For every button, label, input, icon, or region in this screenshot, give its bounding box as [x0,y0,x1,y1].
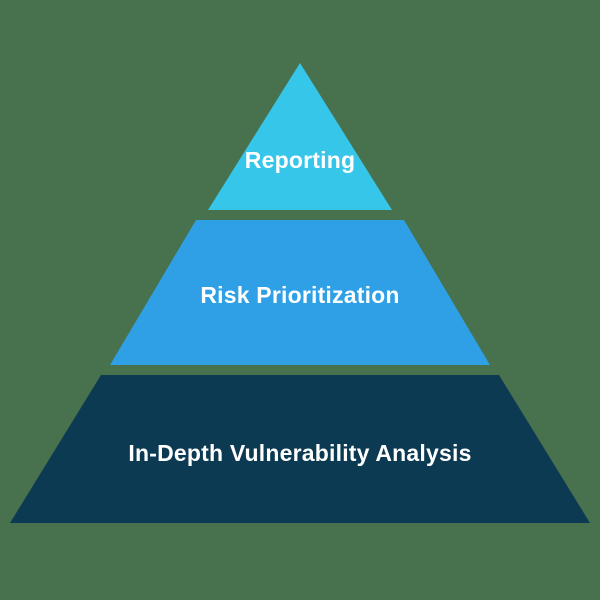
pyramid-level-reporting: Reporting [208,63,392,210]
pyramid-level-risk-prioritization: Risk Prioritization [110,220,490,365]
level-label-in-depth-vulnerability-analysis: In-Depth Vulnerability Analysis [128,440,472,466]
pyramid-level-in-depth-vulnerability-analysis: In-Depth Vulnerability Analysis [10,375,590,523]
level-label-risk-prioritization: Risk Prioritization [200,282,400,308]
level-label-reporting: Reporting [244,147,356,173]
